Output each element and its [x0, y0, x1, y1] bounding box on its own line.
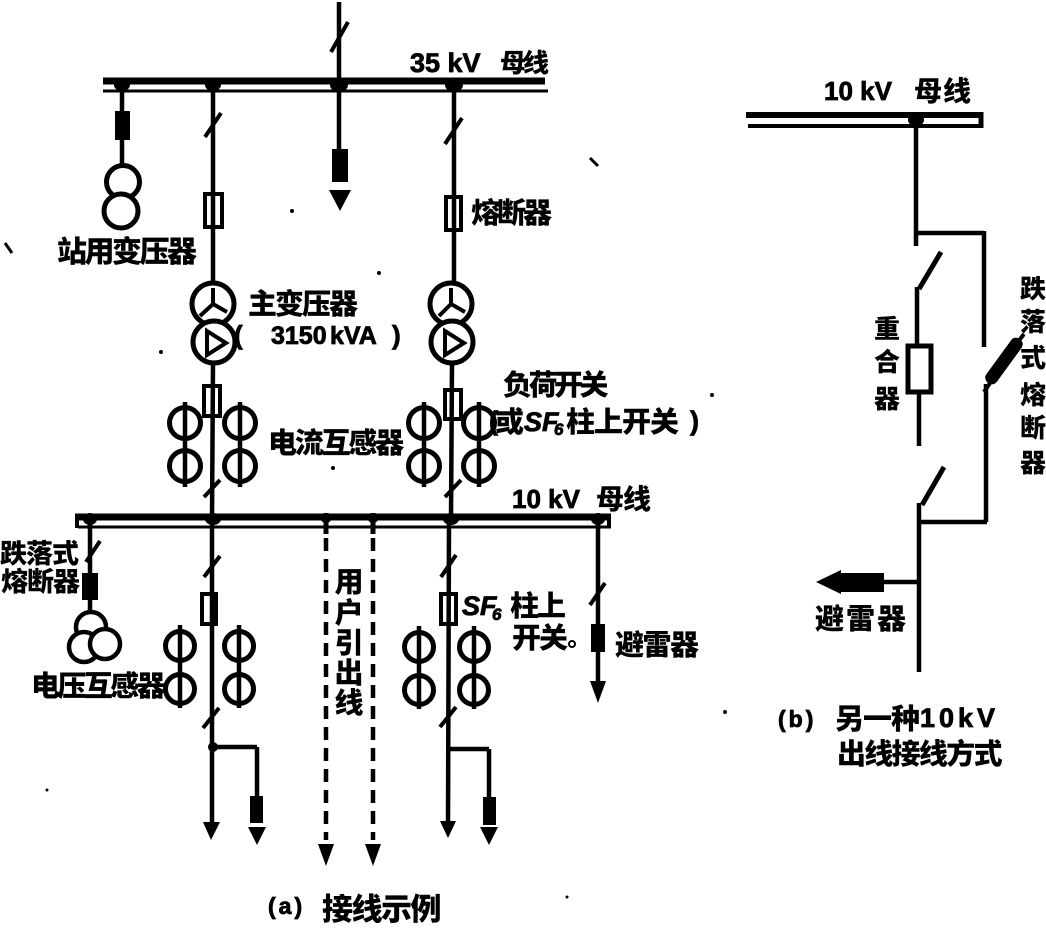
svg-text:(: (	[489, 406, 498, 436]
svg-text:6: 6	[554, 420, 564, 439]
svg-text:kVA: kVA	[330, 322, 377, 350]
svg-text:): )	[690, 406, 699, 436]
svg-text:10 kV: 10 kV	[824, 76, 893, 106]
svg-text:(b): (b)	[778, 706, 816, 732]
svg-text:(: (	[234, 320, 243, 350]
svg-text:6: 6	[492, 605, 502, 624]
svg-text:10 kV: 10 kV	[512, 484, 581, 514]
svg-text:10kV: 10kV	[920, 703, 999, 733]
svg-text:): )	[392, 320, 401, 350]
svg-text:SF: SF	[524, 407, 560, 437]
svg-text:3150: 3150	[271, 322, 327, 350]
svg-text:35 kV: 35 kV	[410, 48, 481, 78]
svg-text:SF: SF	[462, 591, 498, 621]
svg-text:(a): (a)	[268, 893, 305, 919]
